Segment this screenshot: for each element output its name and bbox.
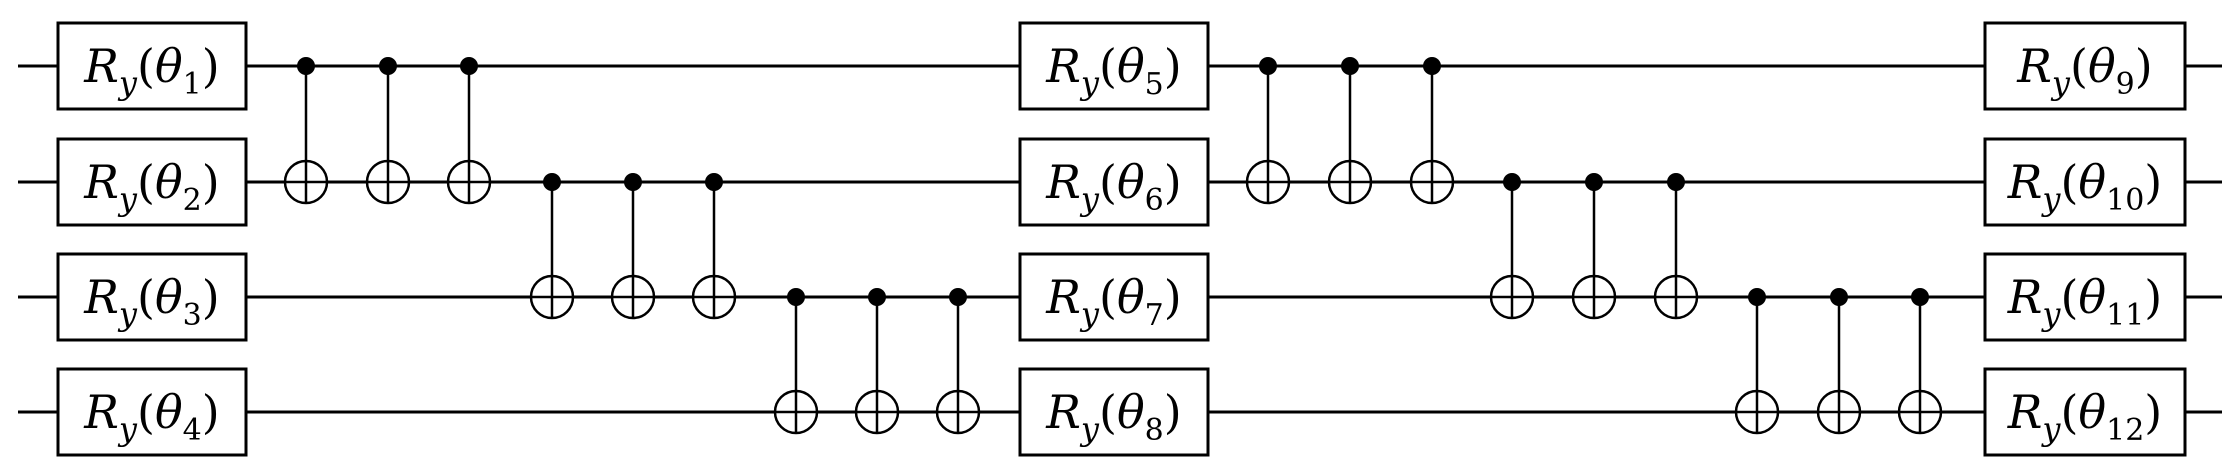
gate-box <box>1018 137 1210 227</box>
gate-label: Ry(θ11) <box>2007 270 2163 333</box>
ry-gate: Ry(θ11) <box>1983 252 2187 342</box>
gate-label: Ry(θ2) <box>83 155 219 218</box>
rotation-gates: Ry(θ1) Ry(θ2) Ry(θ3) Ry(θ4) Ry(θ5) Ry(θ6) Ry(θ… <box>56 21 2187 457</box>
gate-box <box>1018 21 1210 111</box>
control-dot <box>1667 173 1685 191</box>
gate-box <box>56 252 248 342</box>
cnot-gate <box>1653 173 1699 320</box>
gate-box <box>56 367 248 457</box>
ry-gate: Ry(θ1) <box>56 21 248 111</box>
cnot-gate <box>610 173 656 320</box>
gate-label: Ry(θ9) <box>2016 39 2152 102</box>
cnot-gates <box>283 57 1943 435</box>
control-dot <box>1830 288 1848 306</box>
control-dot <box>543 173 561 191</box>
cnot-gate <box>283 57 329 205</box>
control-dot <box>460 57 478 75</box>
ry-gate: Ry(θ6) <box>1018 137 1210 227</box>
gate-box <box>1983 137 2187 227</box>
ry-gate: Ry(θ5) <box>1018 21 1210 111</box>
control-dot <box>379 57 397 75</box>
control-dot <box>1911 288 1929 306</box>
gate-label: Ry(θ6) <box>1045 155 1181 218</box>
gate-box <box>1018 367 1210 457</box>
cnot-gate <box>365 57 411 205</box>
control-dot <box>787 288 805 306</box>
qubit-wires <box>18 64 2222 414</box>
cnot-gate <box>1734 288 1780 435</box>
control-dot <box>297 57 315 75</box>
cnot-gate <box>1897 288 1943 435</box>
gate-label: Ry(θ3) <box>83 270 219 333</box>
control-dot <box>705 173 723 191</box>
gate-label: Ry(θ8) <box>1045 385 1181 448</box>
control-dot <box>1503 173 1521 191</box>
cnot-gate <box>773 288 819 435</box>
control-dot <box>1585 173 1603 191</box>
ry-gate: Ry(θ9) <box>1983 21 2187 111</box>
ry-gate: Ry(θ12) <box>1983 367 2187 457</box>
ry-gate: Ry(θ2) <box>56 137 248 227</box>
cnot-gate <box>935 288 981 435</box>
ry-gate: Ry(θ3) <box>56 252 248 342</box>
cnot-gate <box>446 57 492 205</box>
gate-box <box>1983 252 2187 342</box>
cnot-gate <box>1409 57 1455 205</box>
gate-box <box>56 137 248 227</box>
control-dot <box>949 288 967 306</box>
ry-gate: Ry(θ4) <box>56 367 248 457</box>
gate-label: Ry(θ1) <box>83 39 219 102</box>
gate-label: Ry(θ5) <box>1045 39 1181 102</box>
gate-box <box>1018 252 1210 342</box>
gate-label: Ry(θ10) <box>2007 155 2163 218</box>
ry-gate: Ry(θ7) <box>1018 252 1210 342</box>
cnot-gate <box>854 288 900 435</box>
cnot-gate <box>691 173 737 320</box>
gate-box <box>1983 21 2187 111</box>
gate-box <box>56 21 248 111</box>
control-dot <box>868 288 886 306</box>
cnot-gate <box>1571 173 1617 320</box>
control-dot <box>624 173 642 191</box>
ry-gate: Ry(θ8) <box>1018 367 1210 457</box>
gate-box <box>1983 367 2187 457</box>
cnot-gate <box>1245 57 1291 205</box>
control-dot <box>1341 57 1359 75</box>
control-dot <box>1748 288 1766 306</box>
control-dot <box>1259 57 1277 75</box>
control-dot <box>1423 57 1441 75</box>
gate-label: Ry(θ4) <box>83 385 219 448</box>
cnot-gate <box>1489 173 1535 320</box>
gate-label: Ry(θ7) <box>1045 270 1181 333</box>
gate-label: Ry(θ12) <box>2007 385 2163 448</box>
ry-gate: Ry(θ10) <box>1983 137 2187 227</box>
cnot-gate <box>1816 288 1862 435</box>
cnot-gate <box>529 173 575 320</box>
cnot-gate <box>1327 57 1373 205</box>
